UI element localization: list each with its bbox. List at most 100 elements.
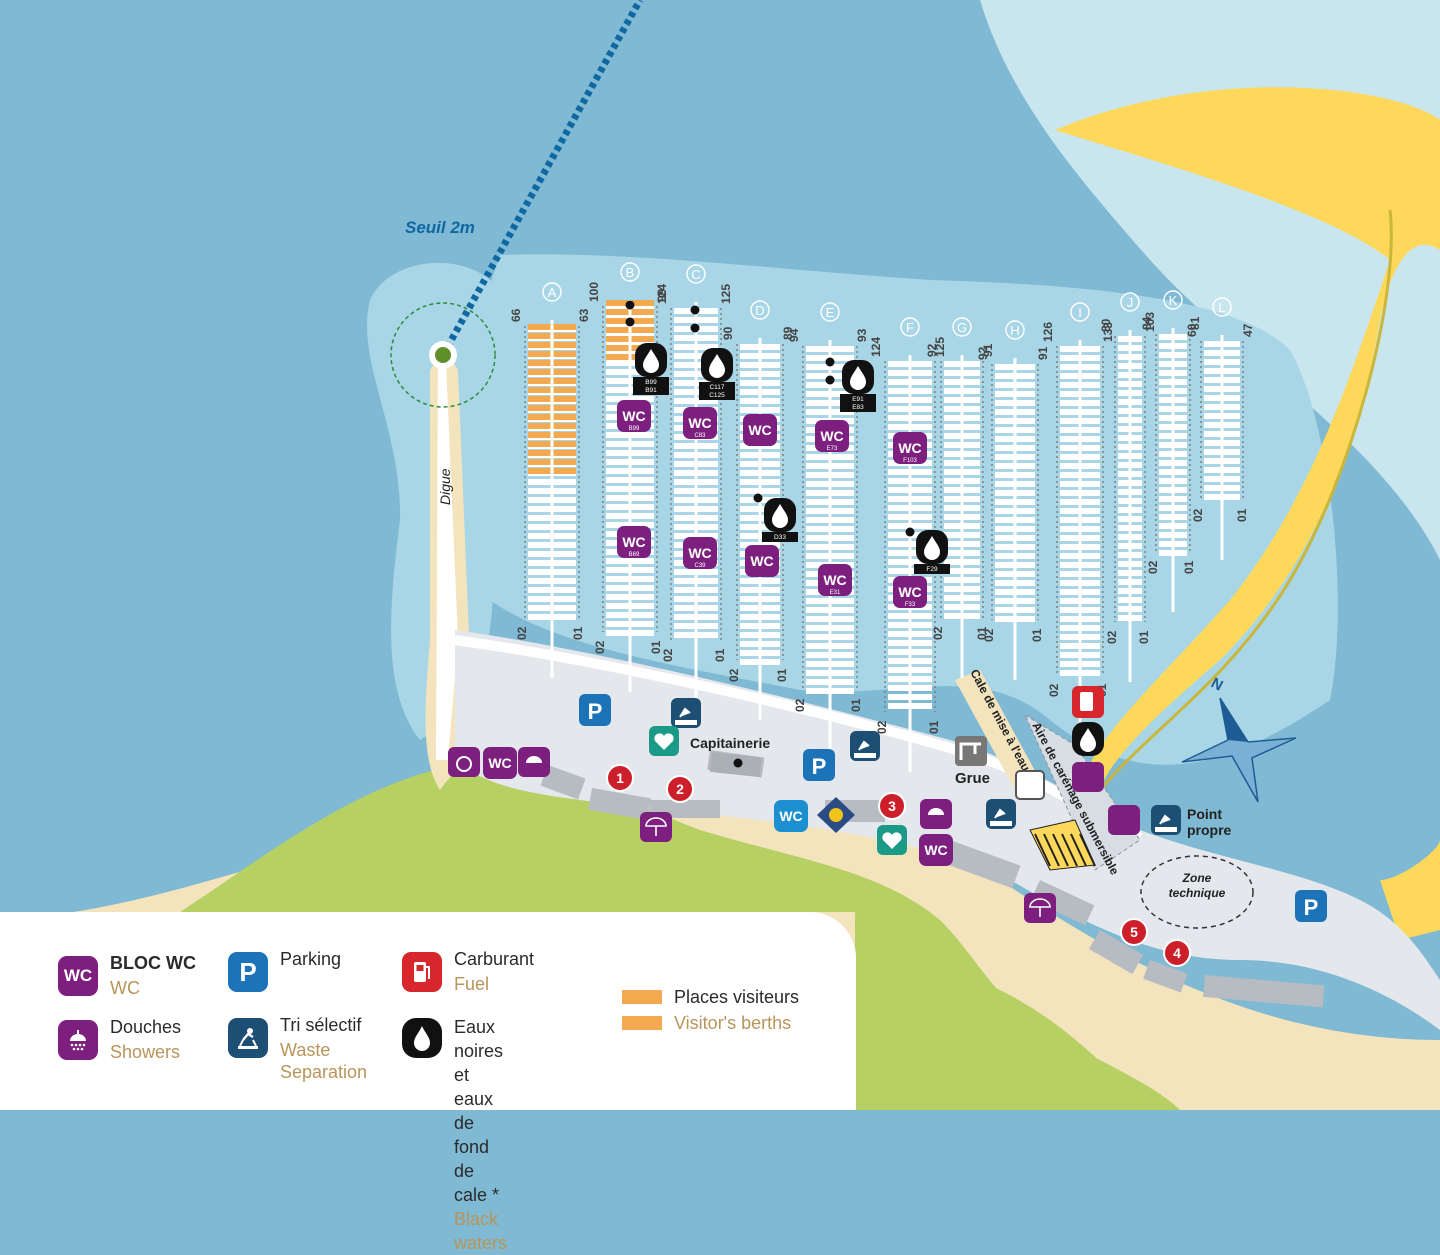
wc-icon-text: WC (488, 755, 511, 771)
building (588, 787, 652, 821)
legend-wc-label: BLOC WC (110, 953, 196, 973)
water-drop-icon (1072, 722, 1104, 756)
numbered-marker (1163, 939, 1191, 967)
technical-zone-outline (1140, 855, 1254, 929)
channel-line (439, 0, 644, 357)
parking-icon-letter: P (1304, 895, 1319, 920)
berth-number-bottom-right: 01 (571, 626, 585, 640)
pontoon-letter-ring (1005, 320, 1025, 340)
wc-icon-tag: C83 (694, 433, 706, 439)
berth-number-top-right: 91 (981, 343, 995, 357)
parking-icon-letter: P (588, 699, 603, 724)
quay-road (455, 630, 1440, 1030)
green-area-south (855, 912, 1150, 1110)
wc-icon-tag: E73 (827, 446, 838, 452)
channel-label: Seuil 2m (405, 218, 475, 237)
jetty-path (436, 362, 458, 760)
pontoon-letter-L: L (1218, 300, 1225, 315)
dot-marker (825, 357, 835, 367)
wc-icon-bg (683, 537, 717, 569)
wc-icon: WC C83 (683, 407, 717, 439)
berth-number-top-right: 99 (655, 288, 669, 302)
water-tag-bg (840, 394, 876, 412)
wc-icon: WC (774, 800, 808, 832)
legend-waste-label: Tri sélectif (280, 1015, 362, 1035)
berth-number-top-left: 124 (869, 337, 883, 357)
wc-icon-bg (815, 420, 849, 452)
crane-label: Grue (955, 770, 990, 787)
waste-sorting-glyph (990, 808, 1012, 826)
wc-icon: WC (745, 545, 779, 577)
defibrillator-heart (654, 733, 674, 750)
defibrillator-heart (882, 832, 902, 849)
fuel-pump-icon (402, 952, 442, 992)
waste-sorting-icon (228, 1018, 268, 1058)
wc-icon-bg (745, 545, 779, 577)
legend-visitors-label: Places visiteurs (674, 987, 800, 1007)
dot-marker (690, 323, 700, 333)
visitor-berth-swatch (622, 990, 662, 1004)
building (941, 840, 1021, 889)
berth-number-bottom-left: 02 (875, 720, 889, 734)
legend-fuel-label: Carburant (454, 949, 535, 969)
numbered-marker-1: 1 (616, 770, 624, 786)
wc-icon-text: WC (823, 572, 846, 588)
wc-icon-bg (774, 800, 808, 832)
pontoon-letter-ring (900, 317, 920, 337)
pontoon-letter-D: D (755, 303, 764, 318)
berth-number-bottom-left: 02 (661, 648, 675, 662)
dot-marker (825, 375, 835, 385)
legend-showers-sublabel: Showers (110, 1042, 181, 1062)
berth-number-bottom-right: 01 (1137, 630, 1151, 644)
water-tag-bg (762, 532, 798, 542)
wc-icon: WC (58, 956, 98, 996)
wc-icon: WC (483, 747, 517, 779)
shower-head (526, 756, 542, 763)
waste-sorting-glyph (675, 707, 697, 725)
wc-icon-tag: B99 (629, 426, 640, 432)
clean-point-label: Point (1187, 806, 1222, 822)
boat-lift-icon (1015, 770, 1045, 800)
water-drop-glyph (709, 354, 725, 378)
berth-number-bottom-right: 01 (1235, 508, 1249, 522)
water-tag-text: C125 (709, 392, 725, 399)
legend-black-waters-main: Eaux noires et eaux de fond de cale * (454, 1017, 504, 1205)
pontoon-letter-A: A (548, 285, 557, 300)
pontoon-letter-C: C (691, 267, 700, 282)
dot-marker (753, 493, 763, 503)
berth-number-top-right: 93 (855, 328, 869, 342)
pressure-washer-icon-2 (1108, 805, 1140, 835)
waste-sorting-glyph (1155, 814, 1177, 832)
berth-number-bottom-left: 02 (793, 698, 807, 712)
water-drop-icon (402, 1018, 442, 1058)
berth-number-top-right: 81 (1188, 316, 1202, 330)
wc-icon: WC (743, 414, 777, 446)
pontoon-letter-K: K (1169, 293, 1178, 308)
dot-marker (625, 317, 635, 327)
wc-icon-bg (893, 432, 927, 464)
wc-icon-bg (818, 564, 852, 596)
building (1030, 879, 1095, 926)
building (1143, 960, 1188, 993)
berth-number-bottom-left: 02 (593, 640, 607, 654)
legend-wc-sublabel: WC (110, 978, 140, 998)
wc-icon-bg (617, 400, 651, 432)
pontoon-letter-J: J (1127, 295, 1134, 310)
wc-icon-bg (483, 747, 517, 779)
water-tag-text: F29 (926, 566, 938, 573)
water-tag-bg (633, 377, 669, 395)
wc-icon-bg (617, 526, 651, 558)
berth-number-bottom-left: 02 (1047, 683, 1061, 697)
wc-icon-text: WC (688, 415, 711, 431)
wc-icon-text: WC (924, 842, 947, 858)
wc-icon-bg (919, 834, 953, 866)
wc-icon-text: WC (750, 553, 773, 569)
beacon-light (435, 347, 451, 363)
berth-number-bottom-right: 01 (775, 668, 789, 682)
wc-icon-tag: E31 (830, 590, 841, 596)
visitor-berth-swatch-2 (622, 1016, 662, 1030)
